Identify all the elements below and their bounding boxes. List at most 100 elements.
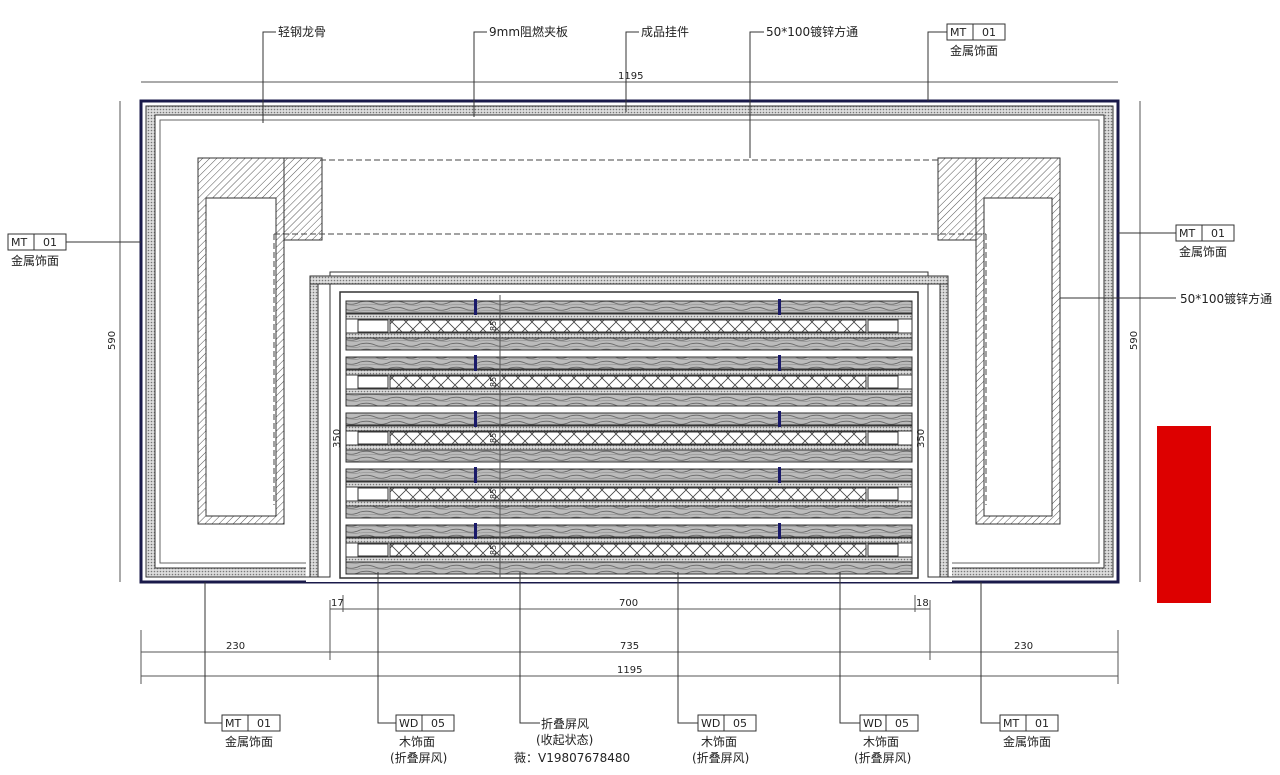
tag-material-sub: (折叠屏风): [692, 750, 749, 765]
slat-insulation: [389, 543, 867, 557]
dim-slat: 85: [489, 321, 498, 331]
slat-end: [867, 543, 899, 557]
dim-side-left: 230: [226, 641, 245, 652]
slat-insulation: [389, 487, 867, 501]
dim-bottom-total: 1195: [617, 665, 642, 676]
core-layer: [345, 537, 913, 544]
wood-strip: [345, 449, 913, 463]
dim-inner-right: 350: [916, 429, 927, 448]
material-tag-mt: MT 01 金属饰面: [7, 233, 67, 268]
label-fireproof-plywood: 9mm阻燃夹板: [489, 24, 568, 39]
tag-number: 05: [733, 717, 747, 730]
tag-material-name: 金属饰面: [225, 734, 273, 749]
slat-end: [357, 487, 389, 501]
tag-material-name: 金属饰面: [11, 253, 59, 268]
tag-number: 01: [1211, 227, 1225, 240]
core-layer: [345, 369, 913, 376]
dim-gap-right: 18: [916, 598, 929, 609]
dim-center: 735: [620, 641, 639, 652]
tag-material-name: 金属饰面: [1003, 734, 1051, 749]
hinge: [778, 411, 781, 427]
hinge: [778, 299, 781, 315]
slat-end: [357, 543, 389, 557]
hinge: [474, 299, 477, 315]
core-layer: [345, 500, 913, 507]
slat-end: [357, 319, 389, 333]
label-folded-state: (收起状态): [536, 733, 593, 747]
dim-slat: 85: [489, 489, 498, 499]
material-tag-mt: MT 01 金属饰面: [1175, 224, 1235, 259]
material-tag-mt: MT 01 金属饰面: [221, 714, 281, 749]
core-layer: [345, 425, 913, 432]
tag-number: 01: [43, 236, 57, 249]
tag-material-name: 金属饰面: [950, 43, 998, 58]
core-layer: [345, 388, 913, 395]
steel-tubes: [197, 157, 1061, 525]
slat-end: [867, 375, 899, 389]
tag-material-name: 木饰面: [701, 735, 737, 749]
dim-gap-left: 17: [331, 598, 344, 609]
dimension-lines: [119, 81, 1141, 684]
tag-number: 05: [431, 717, 445, 730]
wood-strip: [345, 337, 913, 351]
tag-code: MT: [11, 236, 27, 249]
wood-strip: [345, 505, 913, 519]
tag-material-name: 金属饰面: [1179, 244, 1227, 259]
red-marker-block: [1157, 426, 1211, 603]
tag-number: 01: [257, 717, 271, 730]
dim-slat: 85: [489, 377, 498, 387]
slat-end: [867, 319, 899, 333]
core-layer: [345, 556, 913, 563]
wood-strip: [345, 356, 913, 370]
material-tag-wd: WD 05 木饰面(折叠屏风): [390, 714, 455, 765]
tag-material-name: 木饰面: [399, 735, 435, 749]
wood-strip: [345, 524, 913, 538]
leader-lines: [66, 31, 1176, 724]
tag-material-sub: (折叠屏风): [390, 750, 447, 765]
hinge: [474, 411, 477, 427]
label-folding-screen: 折叠屏风: [541, 716, 589, 731]
tag-code: WD: [399, 717, 418, 730]
hinge: [778, 523, 781, 539]
slat-end: [867, 487, 899, 501]
tag-material-name: 木饰面: [863, 735, 899, 749]
wood-strip: [345, 468, 913, 482]
core-layer: [345, 481, 913, 488]
wood-strip: [345, 393, 913, 407]
hinge: [474, 355, 477, 371]
wood-strip: [345, 300, 913, 314]
label-contact: 薇：V19807678480: [514, 751, 630, 765]
slat-insulation: [389, 375, 867, 389]
hinge: [474, 467, 477, 483]
dim-side-right: 230: [1014, 641, 1033, 652]
slat-insulation: [389, 431, 867, 445]
hinge: [778, 355, 781, 371]
label-steel-tube-top: 50*100镀锌方通: [766, 24, 858, 39]
tag-code: MT: [1179, 227, 1195, 240]
core-layer: [345, 332, 913, 339]
slat-insulation: [389, 319, 867, 333]
slat-end: [357, 431, 389, 445]
slat-end: [357, 375, 389, 389]
tag-code: MT: [225, 717, 241, 730]
tag-material-sub: (折叠屏风): [854, 750, 911, 765]
label-light-steel-keel: 轻钢龙骨: [278, 25, 326, 39]
dim-top-width: 1195: [618, 71, 643, 82]
hinge: [778, 467, 781, 483]
tag-code: MT: [950, 26, 966, 39]
dim-inner-width: 700: [619, 598, 638, 609]
material-tag-wd: WD 05 木饰面(折叠屏风): [692, 714, 757, 765]
hinge: [474, 523, 477, 539]
dim-inner-left: 350: [332, 429, 343, 448]
dim-right-height: 590: [1129, 331, 1140, 350]
label-steel-tube-right: 50*100镀锌方通: [1180, 291, 1272, 306]
tag-code: WD: [701, 717, 720, 730]
dim-slat: 85: [489, 545, 498, 555]
tag-number: 01: [982, 26, 996, 39]
wood-strip: [345, 561, 913, 575]
core-layer: [345, 313, 913, 320]
